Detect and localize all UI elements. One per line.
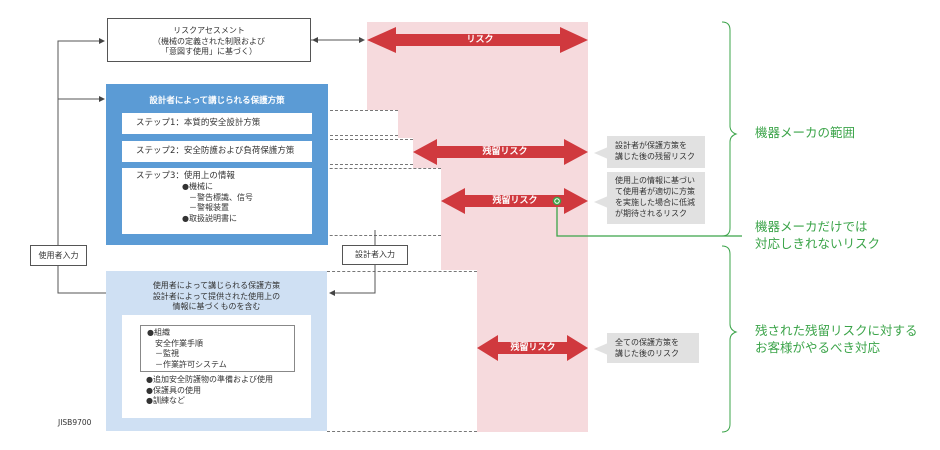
- dash-line: [310, 135, 398, 136]
- dash-line: [327, 431, 477, 432]
- user-measure-item: ●追加安全防護物の準備および使用: [146, 375, 273, 384]
- residual-risk-arrow-label-2: 残留リスク: [492, 196, 538, 206]
- customer-line: 残された残留リスクに対する: [755, 323, 918, 338]
- org-item: ●組織: [147, 328, 170, 337]
- step3-item: －警告標識、信号: [189, 192, 253, 202]
- user-measures-title-line: 使用者によって講じられる保護方策: [152, 281, 281, 290]
- callout-residual-after-designer: 設計者が保護方策を 講じた後の残留リスク: [607, 136, 705, 168]
- risk-assessment-box: リスクアセスメント （機械の定義された制限および 「意図す使用」に基づく）: [107, 18, 311, 62]
- designer-input-box: 設計者入力: [342, 245, 408, 265]
- designer-measures-title: 設計者によって講じられる保護方策: [149, 96, 285, 106]
- dash-line: [310, 139, 413, 140]
- callout-line: 全ての保護方策を: [615, 338, 679, 347]
- org-item: －作業許可システム: [155, 359, 227, 369]
- callout-line: て使用者が適切に方策: [615, 187, 695, 196]
- dash-line: [327, 271, 477, 272]
- residual-arrow-2-shape: [441, 188, 588, 214]
- callout-line: が期待されるリスク: [615, 209, 687, 218]
- callout-reduced-by-user: 使用上の情報に基づい て使用者が適切に方策 を実施した場合に低減 が期待されるリ…: [607, 172, 705, 224]
- step2-box: ステップ2：安全防護および負荷保護方策: [122, 141, 312, 162]
- residual-risk-arrow-label-1: 残留リスク: [482, 147, 528, 157]
- user-measures-inner: ●組織 安全作業手順 －監視 －作業許可システム ●追加安全防護物の準備および使…: [122, 315, 311, 418]
- customer-line: お客様がやるべき対応: [755, 340, 881, 355]
- step3-item: ●取扱説明書に: [182, 213, 237, 223]
- callout-line: 設計者が保護方策を: [615, 141, 687, 150]
- risk-zone-step1: [398, 110, 588, 138]
- dash-line: [310, 168, 441, 169]
- maker-cannot-label: 機器メーカだけでは 対応しきれないリスク: [755, 218, 880, 252]
- maker-scope-label: 機器メーカの範囲: [755, 125, 856, 140]
- maker-cannot-line: 対応しきれないリスク: [755, 236, 881, 251]
- residual-arrow-3-shape: [477, 335, 588, 361]
- user-measures-title-line: 情報に基づくものを含む: [172, 302, 261, 311]
- user-input-box: 使用者入力: [30, 245, 87, 266]
- user-measure-item: ●保護具の使用: [146, 385, 201, 395]
- designer-measures-box: 設計者によって講じられる保護方策 ステップ1：本質的安全設計方策 ステップ2：安…: [106, 84, 328, 245]
- residual-arrow-1-shape: [413, 139, 588, 165]
- org-item: 安全作業手順: [155, 338, 203, 348]
- callout-line: 講じた後の残留リスク: [615, 152, 695, 161]
- callout-tail: [594, 147, 608, 159]
- organization-box: ●組織 安全作業手順 －監視 －作業許可システム: [140, 325, 295, 372]
- risk-assessment-line: 「意図す使用」に基づく）: [161, 47, 257, 56]
- customer-response-label: 残された残留リスクに対する お客様がやるべき対応: [755, 322, 918, 356]
- step3-box: ステップ3：使用上の情報 ●機械に －警告標識、信号 －警報装置 ●取扱説明書に: [122, 168, 312, 234]
- callout-after-all-measures: 全ての保護方策を 講じた後のリスク: [607, 333, 699, 363]
- step3-item: ●機械に: [182, 182, 213, 191]
- user-measure-item: ●訓練など: [146, 396, 185, 405]
- callout-line: 使用上の情報に基づい: [615, 176, 695, 185]
- source-label: JISB9700: [58, 418, 92, 427]
- org-item: －監視: [155, 349, 179, 358]
- user-measures-list: ●追加安全防護物の準備および使用 ●保護具の使用 ●訓練など: [146, 375, 311, 407]
- user-measures-title: 使用者によって講じられる保護方策 設計者によって提供された使用上の 情報に基づく…: [106, 281, 327, 313]
- callout-tail: [594, 196, 608, 208]
- step1-box: ステップ1：本質的安全設計方策: [122, 113, 312, 134]
- callout-tail: [594, 343, 608, 355]
- risk-zone-step3: [441, 168, 588, 270]
- dash-line: [310, 164, 413, 165]
- residual-risk-arrow-label-3: 残留リスク: [510, 343, 556, 353]
- risk-assessment-line: リスクアセスメント: [173, 26, 245, 35]
- step3-title: ステップ3：使用上の情報: [136, 171, 235, 181]
- user-measures-box: 使用者によって講じられる保護方策 設計者によって提供された使用上の 情報に基づく…: [106, 271, 327, 431]
- risk-assessment-line: （機械の定義された制限および: [153, 36, 265, 46]
- risk-arrow-label: リスク: [466, 35, 494, 45]
- maker-cannot-line: 機器メーカだけでは: [755, 219, 868, 234]
- callout-line: を実施した場合に低減: [615, 198, 695, 207]
- callout-line: 講じた後のリスク: [615, 349, 679, 358]
- step3-item: －警報装置: [189, 203, 229, 212]
- user-measures-title-line: 設計者によって提供された使用上の: [152, 291, 281, 301]
- risk-arrow-shape: [367, 27, 588, 53]
- dash-line: [310, 110, 398, 111]
